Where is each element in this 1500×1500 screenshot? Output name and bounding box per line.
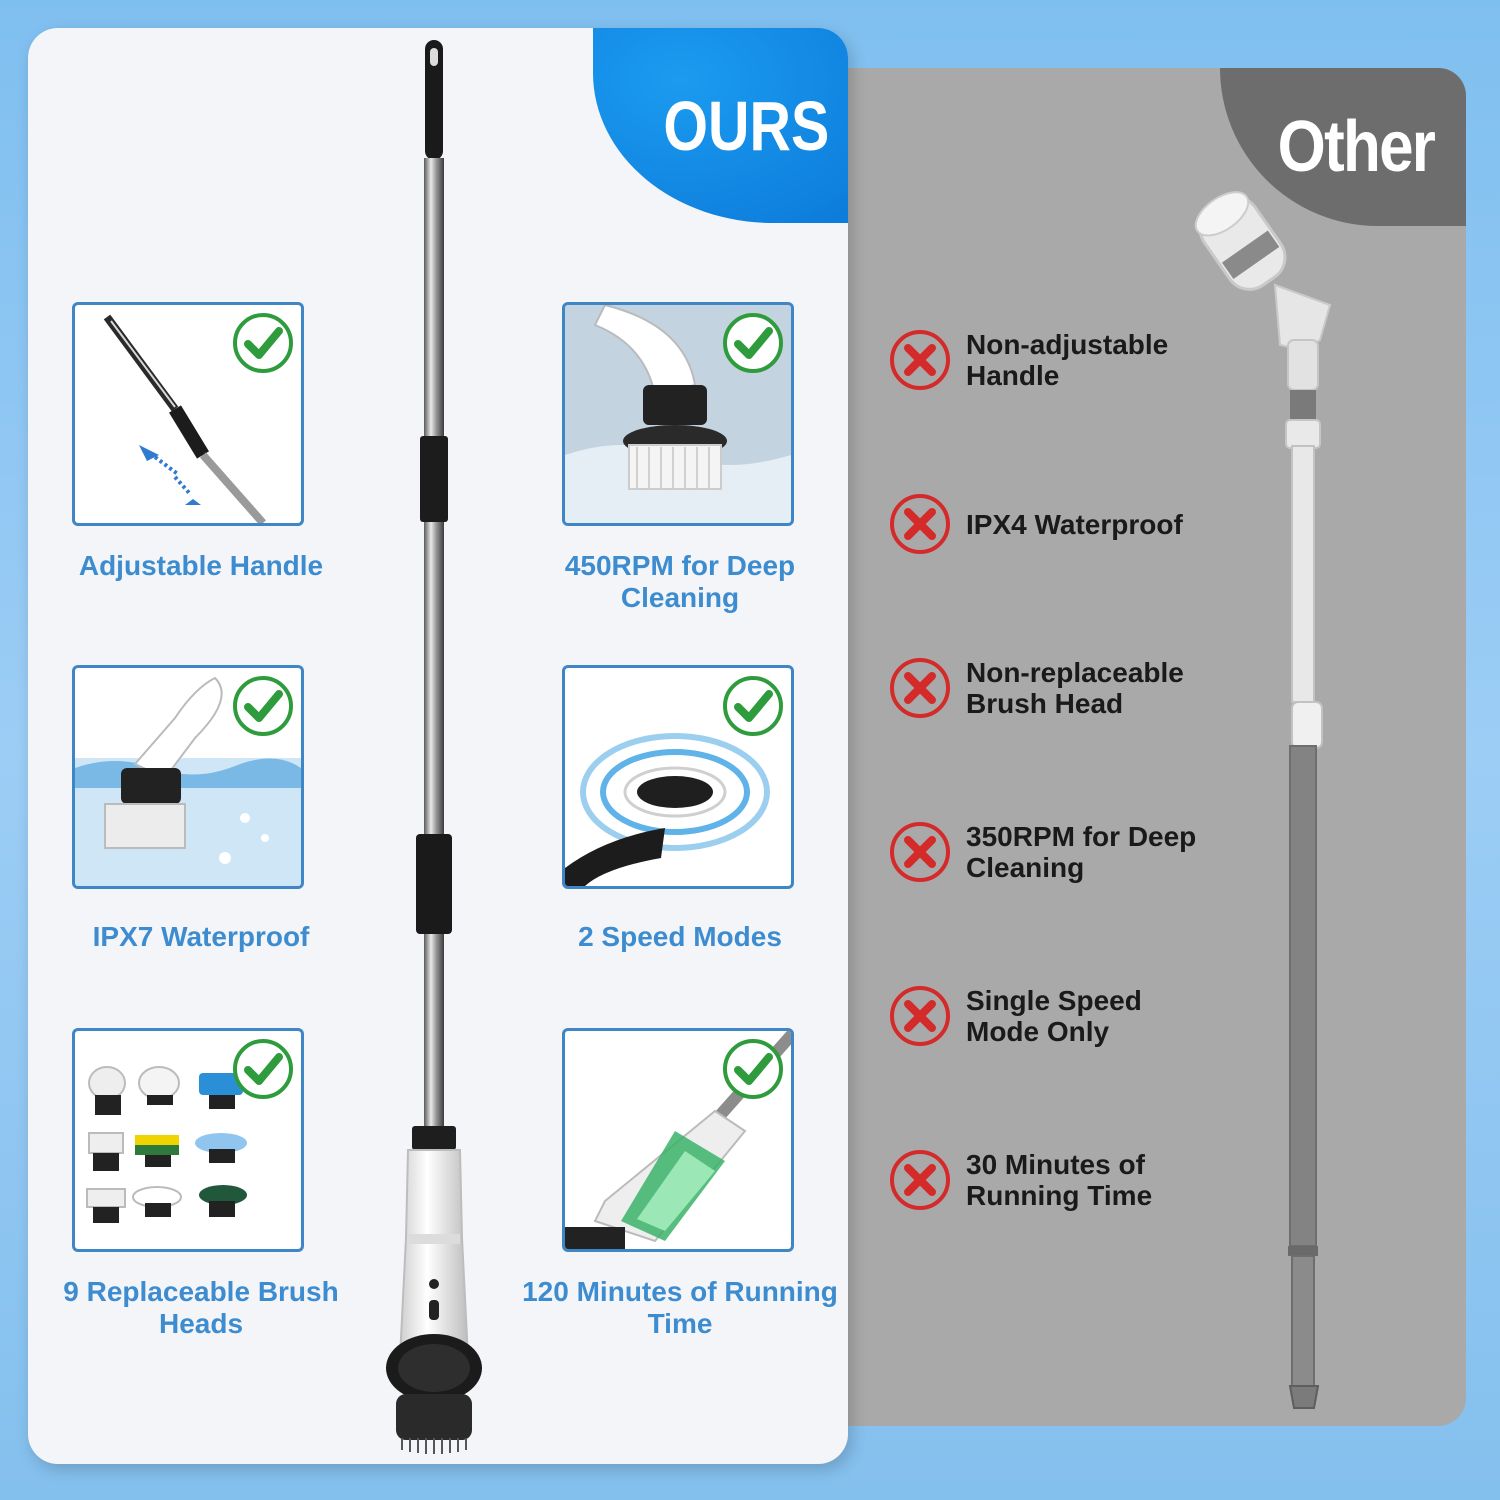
drawback-line: Mode Only: [966, 1016, 1110, 1047]
feature-label-brush-heads: 9 Replaceable Brush Heads: [63, 1276, 339, 1339]
feature-label-2-speed: 2 Speed Modes: [578, 921, 782, 952]
drawback-row: Non-replaceable Brush Head: [888, 656, 1236, 720]
drawback-row: Single Speed Mode Only: [888, 984, 1236, 1048]
brush-heads-set-image: [86, 1066, 247, 1223]
feature-card-2-speed: [562, 665, 794, 889]
drawback-text: Single Speed Mode Only: [966, 985, 1236, 1047]
drawback-row: IPX4 Waterproof: [888, 492, 1236, 556]
drawback-line: Non-replaceable: [966, 657, 1184, 688]
ours-badge: OURS: [593, 28, 848, 223]
check-icon: [233, 313, 293, 373]
cross-icon: [890, 494, 950, 554]
drawback-text: IPX4 Waterproof: [966, 509, 1236, 540]
feature-label-450rpm: 450RPM for Deep Cleaning: [564, 550, 796, 613]
feature-card-ipx7: [72, 665, 304, 889]
cross-icon: [890, 1150, 950, 1210]
drawback-line: Running Time: [966, 1180, 1153, 1211]
drawback-text: Non-replaceable Brush Head: [966, 657, 1236, 719]
check-icon: [723, 313, 783, 373]
drawback-line: Non-adjustable: [966, 329, 1169, 360]
cross-icon: [890, 330, 950, 390]
other-title: Other: [1277, 107, 1436, 187]
other-panel: [820, 68, 1466, 1426]
drawback-text: Non-adjustable Handle: [966, 329, 1236, 391]
feature-card-running-time: [562, 1028, 794, 1252]
drawback-line: 350RPM for Deep: [966, 821, 1197, 852]
ours-brush-image: [386, 40, 482, 1454]
drawback-text: 30 Minutes of Running Time: [966, 1149, 1236, 1211]
telescopic-pole-image: [103, 314, 266, 523]
ours-title: OURS: [663, 86, 830, 165]
cross-icon: [890, 822, 950, 882]
check-icon: [723, 1039, 783, 1099]
cross-icon: [890, 658, 950, 718]
speed-button-image: [565, 733, 770, 886]
feature-label-adjustable-handle: Adjustable Handle: [78, 550, 324, 581]
drawback-line: Brush Head: [966, 688, 1124, 719]
check-icon: [233, 1039, 293, 1099]
drawback-line: Cleaning: [966, 852, 1085, 883]
brush-in-water-image: [75, 676, 301, 886]
drawback-line: 30 Minutes of: [966, 1149, 1145, 1180]
cross-icon: [890, 986, 950, 1046]
drawback-line: Single Speed: [966, 985, 1142, 1016]
drawback-line: Handle: [966, 360, 1060, 391]
check-icon: [233, 676, 293, 736]
drawback-text: 350RPM for Deep Cleaning: [966, 821, 1236, 883]
drawback-row: 350RPM for Deep Cleaning: [888, 820, 1236, 884]
drawback-row: 30 Minutes of Running Time: [888, 1148, 1236, 1212]
feature-label-ipx7: IPX7 Waterproof: [92, 921, 310, 952]
check-icon: [723, 676, 783, 736]
drawback-line: IPX4 Waterproof: [966, 508, 1183, 540]
feature-card-adjustable-handle: [72, 302, 304, 526]
other-brush-image: [1194, 191, 1332, 1409]
feature-label-running-time: 120 Minutes of Running Time: [522, 1276, 838, 1339]
feature-card-450rpm: [562, 302, 794, 526]
battery-image: [565, 1031, 791, 1249]
feature-card-brush-heads: [72, 1028, 304, 1252]
drawback-row: Non-adjustable Handle: [888, 328, 1236, 392]
